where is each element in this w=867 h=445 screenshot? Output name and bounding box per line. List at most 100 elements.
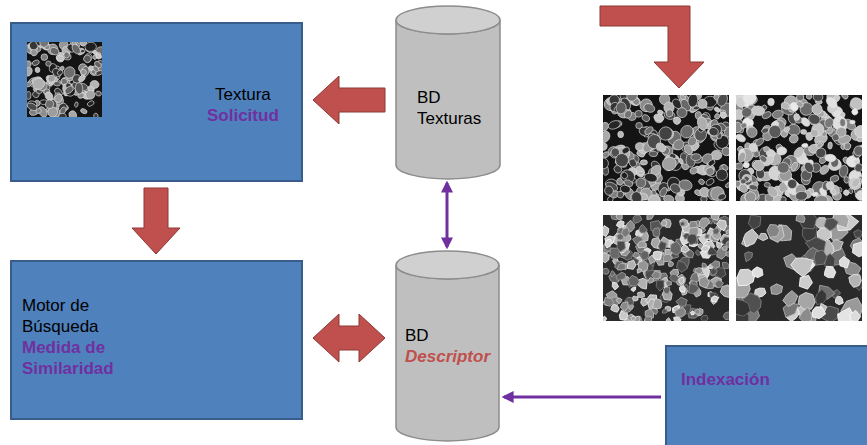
pebble — [705, 177, 715, 186]
text-group: TexturaSolicitud — [207, 84, 279, 126]
rock-grain — [836, 296, 844, 304]
rock-grain — [715, 280, 724, 288]
node-label: Textura — [207, 84, 279, 105]
rock-grain — [620, 302, 628, 312]
link-arrow — [504, 396, 661, 399]
pebble — [643, 102, 656, 114]
rock-grain — [633, 215, 642, 223]
pebble — [58, 113, 66, 117]
pebble — [77, 74, 86, 83]
pebble — [621, 146, 631, 155]
rock-grain — [701, 315, 709, 321]
rock-grain — [615, 261, 626, 269]
pebble — [62, 65, 77, 80]
pebble — [843, 142, 852, 151]
pebble — [691, 154, 701, 161]
pebble — [649, 151, 658, 157]
rock-grain — [852, 242, 866, 257]
rock-grain — [628, 275, 639, 286]
rock-grain — [783, 291, 798, 307]
rock-grain — [796, 213, 805, 222]
pebble — [768, 125, 782, 139]
rock-grain — [663, 254, 673, 262]
rock-grain — [791, 258, 814, 277]
pebble — [676, 90, 688, 101]
pebble — [707, 122, 724, 139]
rock-grain — [666, 281, 672, 286]
pebble — [777, 147, 788, 156]
pebble — [35, 67, 40, 73]
cylinder-outline — [395, 5, 501, 180]
rock-grain — [674, 317, 682, 323]
rock-grain — [799, 307, 812, 323]
pebble — [724, 182, 731, 189]
pebble — [852, 144, 865, 157]
rock-grain — [604, 297, 614, 306]
rock-grain — [653, 228, 660, 237]
pebble — [816, 142, 823, 150]
rock-grain — [602, 316, 607, 321]
rock-grain — [710, 268, 717, 275]
pebble — [717, 193, 727, 201]
pebble — [698, 178, 706, 186]
flow-arrow — [132, 188, 180, 254]
indexing-panel: Indexación — [665, 345, 867, 445]
pebble — [606, 195, 614, 203]
pebble — [31, 59, 40, 66]
rock-grain — [699, 276, 709, 288]
pebble — [806, 93, 813, 100]
pebble — [847, 175, 864, 192]
flow-arrow — [313, 314, 385, 362]
pebble — [27, 60, 32, 69]
pebble — [44, 99, 54, 110]
pebble — [656, 124, 675, 143]
rock-grain — [638, 292, 645, 298]
pebble — [75, 82, 84, 94]
pebble — [53, 93, 64, 104]
rock-grain — [695, 309, 701, 315]
pebble — [834, 110, 841, 116]
rock-grain — [605, 239, 612, 248]
texture-ground — [603, 95, 729, 201]
rock-grain — [679, 277, 685, 284]
pebble — [689, 166, 698, 175]
node-sublabel: Descriptor — [405, 346, 490, 367]
rock-grain — [670, 241, 682, 255]
node-label: Indexación — [681, 369, 770, 390]
rock-grain — [638, 278, 648, 289]
rock-grain — [616, 272, 626, 280]
pebble — [27, 81, 32, 88]
pebble — [752, 150, 760, 158]
rock-grain — [743, 229, 758, 247]
rock-grain — [699, 218, 710, 229]
rock-grain — [688, 283, 699, 293]
pebble — [709, 185, 726, 202]
rock-grain — [637, 269, 641, 273]
pebble — [843, 176, 849, 183]
rock-grain — [668, 262, 672, 266]
rock-grain — [726, 230, 731, 234]
pebble — [90, 80, 100, 89]
pebble — [640, 160, 648, 166]
pebble — [854, 124, 867, 138]
cylinder-body — [396, 265, 499, 441]
node-label: BD Texturas — [417, 87, 493, 129]
pebble — [599, 142, 608, 151]
pebble — [58, 52, 64, 57]
rock-grain — [627, 260, 635, 269]
pebble — [740, 178, 747, 184]
pebble — [840, 90, 849, 100]
pebble — [803, 160, 816, 174]
rock-grain — [676, 297, 687, 306]
pebble — [850, 177, 861, 189]
rock-grain — [680, 222, 684, 226]
rock-grain — [668, 262, 673, 267]
rock-grain — [767, 224, 780, 237]
pebble — [620, 171, 629, 180]
texture-image — [598, 88, 735, 209]
link-arrow — [446, 183, 449, 247]
pebble — [74, 102, 79, 108]
rock-grain — [633, 296, 638, 301]
pebble — [603, 185, 614, 197]
rock-grain — [701, 246, 710, 252]
